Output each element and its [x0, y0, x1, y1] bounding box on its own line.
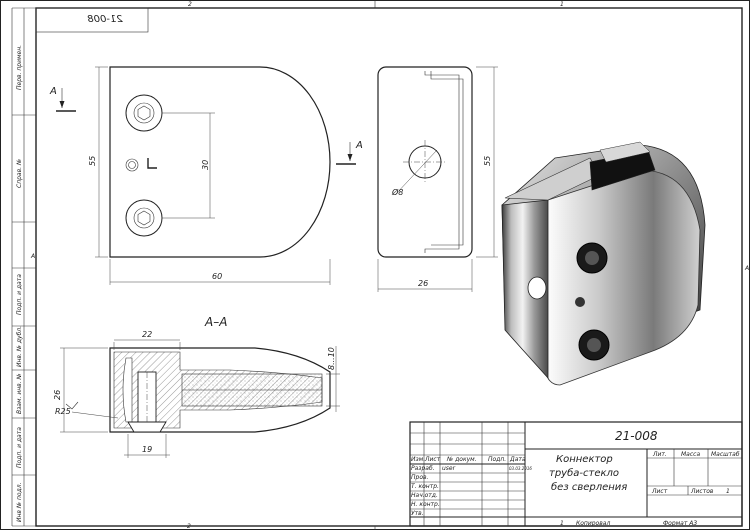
zone-mark-top-2: 2 [188, 1, 192, 8]
radius-dim: R25 [55, 407, 71, 416]
mirrored-code-stamp: 21-008 [35, 7, 149, 33]
tb-kopiroval: Копировал [576, 520, 610, 527]
tb-lit: Лит. [652, 451, 667, 458]
side-hole-dim: Ø8 [391, 187, 403, 197]
tb-role-prov: Пров. [411, 474, 429, 481]
section-mark-left: A [49, 86, 57, 97]
hole-spacing-dim: 30 [201, 160, 210, 170]
left-label-inv-dubl: Инв. № дубл. [16, 326, 23, 367]
tb-role-utv: Утв. [411, 510, 424, 517]
front-height-dim: 55 [88, 156, 97, 166]
side-width-dim: 26 [418, 279, 428, 288]
tb-name-line-2: труба-стекло [549, 467, 619, 479]
side-view: Ø8 55 26 [377, 66, 498, 292]
left-label-podp1: Подп. и дата [16, 274, 23, 315]
tb-date: 03.03.2016 [509, 466, 532, 471]
zone-mark-top-1: 1 [560, 1, 564, 8]
left-label-inv-podl: Инв № подл. [16, 482, 23, 522]
tb-name-line-3: без сверления [551, 481, 627, 493]
tb-developer: user [442, 465, 456, 472]
connector-3d-render [501, 141, 706, 386]
tb-role-nachotd: Нач.отд. [411, 492, 438, 499]
zone-mark-right-a: A [744, 265, 749, 272]
front-width-dim: 60 [212, 272, 222, 281]
left-label-podp2: Подп. и дата [16, 427, 23, 468]
tb-role-tkontr: Т. контр. [411, 483, 439, 490]
section-height-dim: 26 [53, 390, 62, 400]
zone-mark-bottom-2: 2 [187, 523, 191, 530]
tb-designation: 21-008 [615, 429, 658, 443]
tb-kopiroval-num: 1 [560, 520, 564, 527]
section-bottom-dim: 19 [142, 445, 152, 454]
title-block: Изм. Лист № докум. Подп. Дата Разраб. us… [409, 421, 743, 527]
left-label-sprav: Справ. № [16, 159, 23, 188]
glass-thickness-dim: 8...10 [327, 347, 336, 370]
zone-mark-left-a: A [30, 253, 35, 260]
mirrored-code-text: 21-008 [87, 14, 122, 25]
tb-header-doc: № докум. [446, 456, 477, 463]
tb-header-podp: Подп. [488, 456, 506, 463]
tb-listov: Листов [690, 488, 714, 495]
side-height-dim: 55 [483, 156, 492, 166]
tb-role-nkontr: Н. контр. [411, 501, 440, 508]
tb-massa: Масса [681, 451, 700, 458]
section-mark-right: A [355, 140, 363, 151]
tb-name-line-1: Коннектор [556, 454, 613, 465]
left-label-vzam: Взам. инв. № [16, 373, 23, 414]
tb-role-razrab: Разраб. [411, 465, 435, 472]
left-column: Перв. примен. Справ. № Подп. и дата Инв.… [11, 7, 36, 527]
tb-listov-value: 1 [726, 488, 730, 495]
inner-frame [35, 7, 743, 527]
tb-format: Формат А3 [663, 520, 697, 527]
section-title: A–A [204, 315, 227, 329]
tb-header-izm: Изм. [411, 456, 425, 463]
tb-masshtab: Масштаб [711, 451, 740, 458]
tb-header-data: Дата [509, 456, 526, 463]
tb-header-list: Лист [424, 456, 441, 463]
section-view: A–A 22 26 8...10 19 R25 [53, 315, 340, 458]
tb-list: Лист [651, 488, 668, 495]
front-view: 55 60 30 A A [49, 66, 363, 285]
section-top-dim: 22 [142, 330, 152, 339]
left-label-perv: Перв. примен. [16, 45, 23, 90]
